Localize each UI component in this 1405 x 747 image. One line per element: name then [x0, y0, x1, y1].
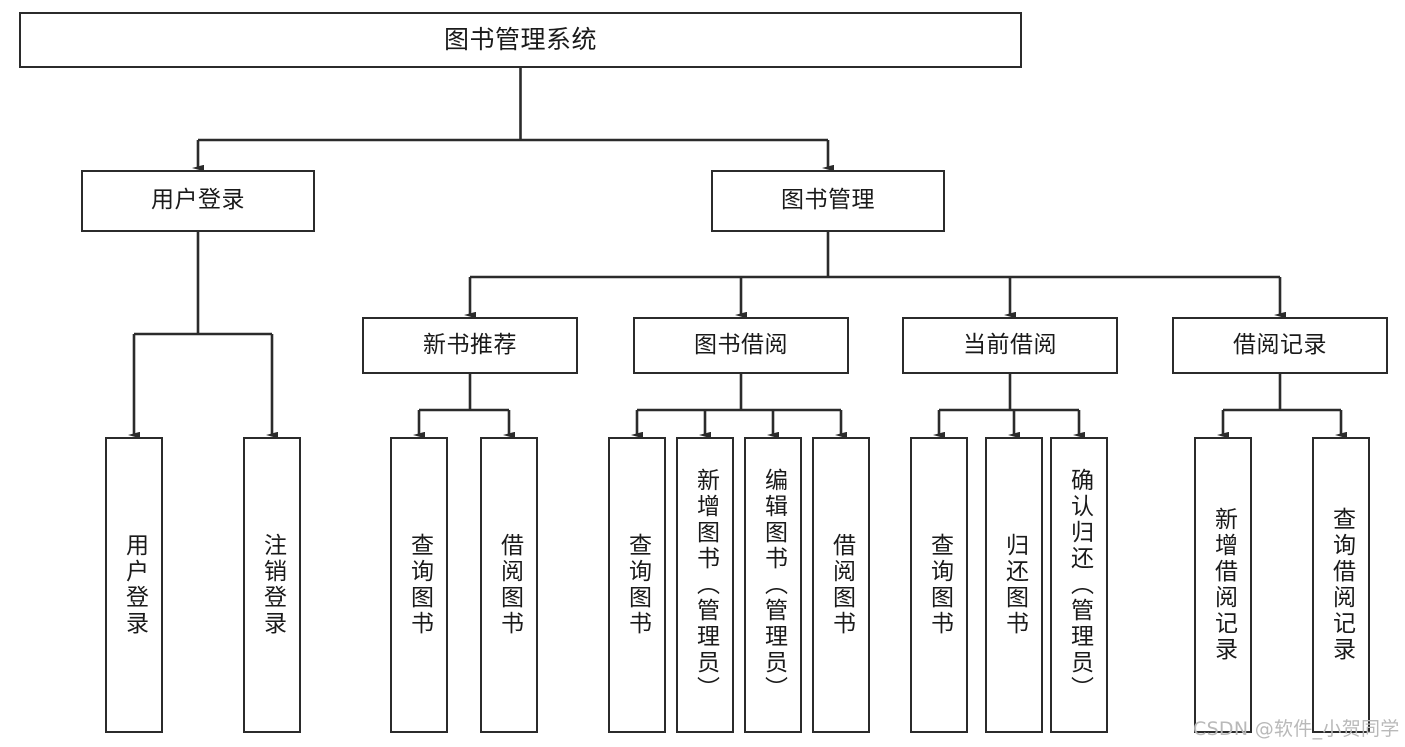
node-root[interactable]: 图书管理系统: [19, 12, 1022, 68]
node-leaf-query-book-rec[interactable]: 查询图书: [390, 437, 448, 733]
node-book-borrow-label: 图书借阅: [694, 331, 788, 358]
node-current-borrow-label: 当前借阅: [963, 331, 1057, 358]
node-user-login[interactable]: 用户登录: [81, 170, 315, 232]
node-leaf-add-record[interactable]: 新增借阅记录: [1194, 437, 1252, 733]
node-leaf-query-book-cur[interactable]: 查询图书: [910, 437, 968, 733]
node-book-borrow[interactable]: 图书借阅: [633, 317, 849, 374]
node-leaf-add-book-label: 新增图书（管理员）: [692, 468, 719, 702]
node-leaf-edit-book[interactable]: 编辑图书（管理员）: [744, 437, 802, 733]
node-leaf-user-logout[interactable]: 注销登录: [243, 437, 301, 733]
node-leaf-borrow-book-rec-label: 借阅图书: [496, 533, 523, 637]
node-leaf-borrow-book-label: 借阅图书: [828, 533, 855, 637]
node-leaf-user-login-label: 用户登录: [121, 533, 148, 637]
node-leaf-return-book[interactable]: 归还图书: [985, 437, 1043, 733]
node-root-label: 图书管理系统: [443, 25, 597, 55]
node-leaf-return-book-label: 归还图书: [1001, 533, 1028, 637]
node-leaf-add-record-label: 新增借阅记录: [1210, 507, 1237, 663]
node-borrow-record[interactable]: 借阅记录: [1172, 317, 1388, 374]
node-leaf-query-book-cur-label: 查询图书: [926, 533, 953, 637]
node-book-manage-label: 图书管理: [781, 187, 875, 214]
node-leaf-query-book-borrow-label: 查询图书: [624, 533, 651, 637]
node-leaf-query-book-rec-label: 查询图书: [406, 533, 433, 637]
node-leaf-query-record[interactable]: 查询借阅记录: [1312, 437, 1370, 733]
node-leaf-borrow-book[interactable]: 借阅图书: [812, 437, 870, 733]
node-book-manage[interactable]: 图书管理: [711, 170, 945, 232]
node-leaf-confirm-return-label: 确认归还（管理员）: [1066, 468, 1093, 702]
node-leaf-query-book-borrow[interactable]: 查询图书: [608, 437, 666, 733]
node-leaf-user-logout-label: 注销登录: [259, 533, 286, 637]
node-current-borrow[interactable]: 当前借阅: [902, 317, 1118, 374]
node-leaf-borrow-book-rec[interactable]: 借阅图书: [480, 437, 538, 733]
node-borrow-record-label: 借阅记录: [1233, 331, 1327, 358]
node-leaf-edit-book-label: 编辑图书（管理员）: [760, 468, 787, 702]
node-new-book-recommend[interactable]: 新书推荐: [362, 317, 578, 374]
node-leaf-confirm-return[interactable]: 确认归还（管理员）: [1050, 437, 1108, 733]
node-leaf-query-record-label: 查询借阅记录: [1328, 507, 1355, 663]
node-leaf-user-login[interactable]: 用户登录: [105, 437, 163, 733]
node-leaf-add-book[interactable]: 新增图书（管理员）: [676, 437, 734, 733]
node-user-login-label: 用户登录: [151, 187, 245, 214]
node-new-book-recommend-label: 新书推荐: [423, 331, 517, 358]
